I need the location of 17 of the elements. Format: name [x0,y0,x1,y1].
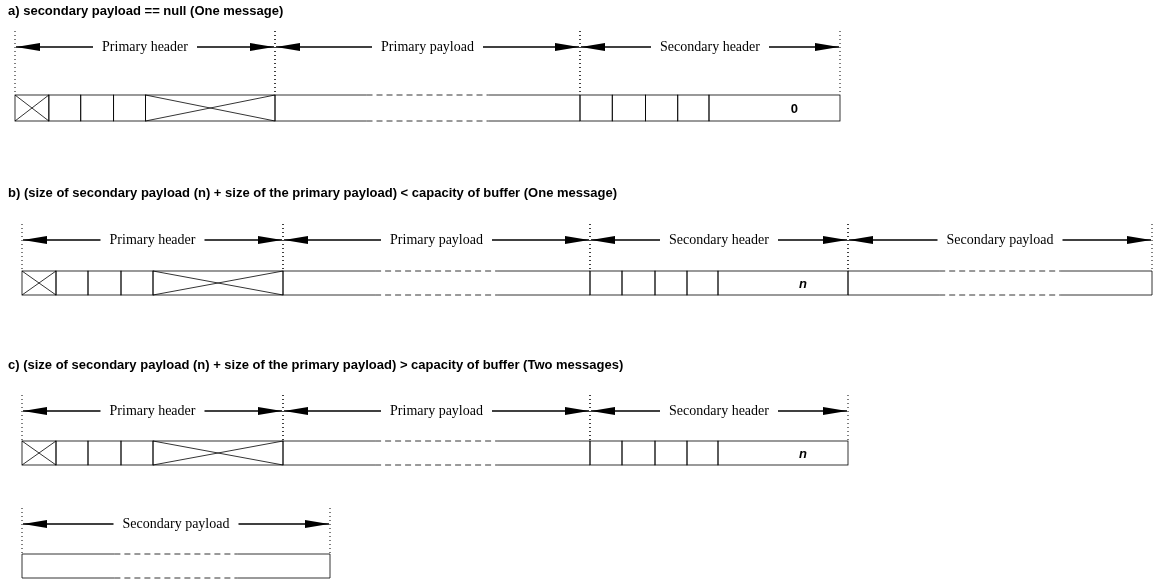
field-value: n [799,275,807,291]
dimension-label: Primary header [108,232,197,248]
field-value: 0 [790,100,799,116]
dimension-label: Primary header [101,39,189,55]
dimension-label: Secondary payload [121,516,231,532]
dimension-label: Secondary payload [945,232,1055,248]
dimension-label: Secondary header [668,403,770,419]
section-heading: b) (size of secondary payload (n) + size of the primary payload) < capacity of buffer (One message) [8,185,617,200]
section-heading: a) secondary payload == null (One message) [8,3,284,18]
section-heading: c) (size of secondary payload (n) + size of the primary payload) > capacity of buffer (Two messages) [8,357,624,372]
dimension-label: Primary payload [389,403,484,419]
dimension-label: Primary header [108,403,197,419]
field-value: n [799,445,807,461]
dimension-label: Primary payload [380,39,475,55]
dimension-label: Secondary header [668,232,770,248]
dimension-label: Primary payload [389,232,484,248]
dimension-label: Secondary header [659,39,761,55]
